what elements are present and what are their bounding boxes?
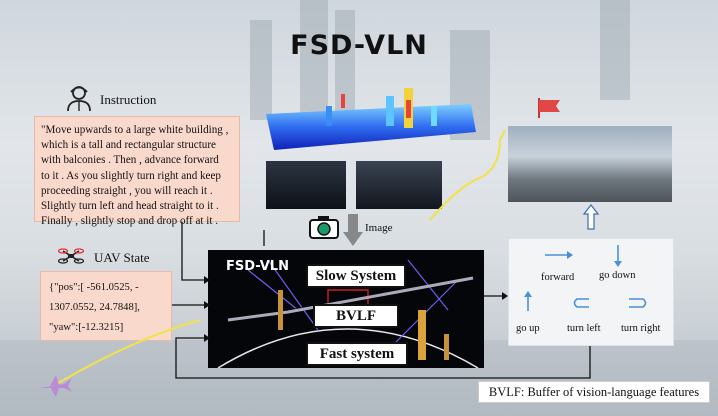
uav-state-line: 1307.0552, 24.7848], xyxy=(49,302,140,313)
diagram-title: FSD-VLN xyxy=(290,30,428,61)
instruction-line: which is a tall and rectangular structur… xyxy=(41,139,216,152)
goal-flag-icon xyxy=(538,98,560,118)
instruction-line: Slightly turn left and head straight to … xyxy=(41,200,219,213)
point-cloud-map xyxy=(266,88,476,150)
fast-system-box: Fast system xyxy=(306,342,408,366)
action-forward: forward xyxy=(541,272,575,283)
action-turn-left: turn left xyxy=(567,323,601,334)
camera-view-2 xyxy=(356,161,442,209)
legend-box: BVLF: Buffer of vision-language features xyxy=(478,381,710,403)
bg-building xyxy=(335,10,355,120)
slow-system-box: Slow System xyxy=(306,264,406,288)
instruction-line: "Move upwards to a large white building … xyxy=(41,124,229,136)
up-hollow-arrow xyxy=(583,204,599,230)
uav-state-box: {"pos":[ -561.0525, - 1307.0552, 24.7848… xyxy=(40,271,172,341)
fsd-vln-core-panel: FSD-VLN Slow System BVLF Fast system xyxy=(208,250,484,368)
action-go-down: go down xyxy=(599,270,636,281)
camera-icon xyxy=(309,216,339,239)
bg-building xyxy=(300,0,328,120)
action-arrows xyxy=(524,245,647,311)
person-icon xyxy=(67,86,91,112)
uav-plane-icon xyxy=(40,375,72,397)
instruction-label: Instruction xyxy=(100,92,157,107)
image-down-arrow xyxy=(343,214,363,246)
core-panel-tag: FSD-VLN xyxy=(226,259,289,274)
bg-building xyxy=(600,0,630,100)
instruction-line: with balconies . Then , advance forward xyxy=(41,154,219,167)
uav-state-line: {"pos":[ -561.0525, - xyxy=(49,282,139,293)
image-label: Image xyxy=(365,222,393,234)
instruction-line: Finally , slightly stop and drop off at … xyxy=(41,215,218,228)
actions-panel: forward go down go up turn left turn rig… xyxy=(508,238,674,346)
bg-building xyxy=(250,20,272,120)
bvlf-box: BVLF xyxy=(313,304,399,328)
action-turn-right: turn right xyxy=(621,323,661,334)
camera-view-1 xyxy=(266,161,346,209)
instruction-line: proceeding straight , you will reach it … xyxy=(41,184,213,197)
drone-icon xyxy=(58,248,84,264)
instruction-line: to it . As you slightly turn right and k… xyxy=(41,169,221,182)
action-go-up: go up xyxy=(516,323,540,334)
instruction-box: "Move upwards to a large white building … xyxy=(34,116,240,227)
uav-state-line: "yaw":[-12.3215] xyxy=(49,322,124,333)
uav-state-label: UAV State xyxy=(94,250,150,265)
target-rooftop-photo xyxy=(508,126,672,202)
